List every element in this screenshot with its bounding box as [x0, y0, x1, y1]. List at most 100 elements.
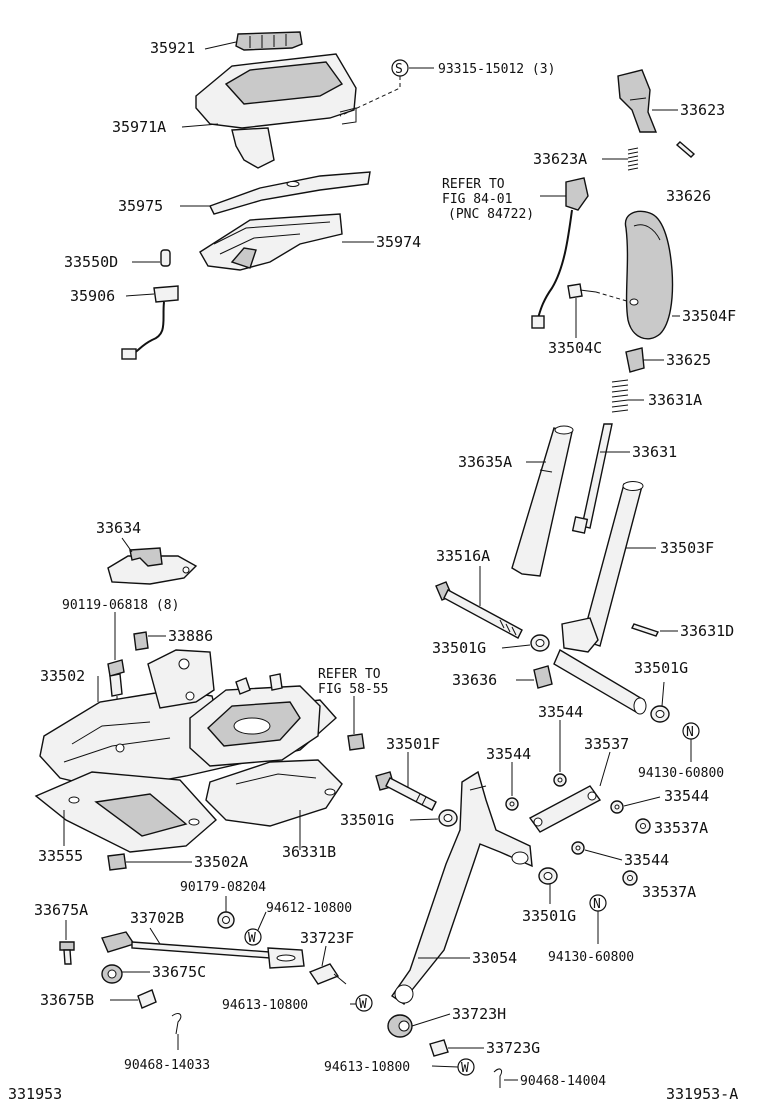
label-33544-b: 33544: [486, 745, 531, 763]
w-symbol-b: W: [355, 994, 373, 1012]
n-symbol-b-text: N: [593, 897, 601, 912]
bushing-33675C: [101, 964, 123, 984]
label-33501G-d: 33501G: [522, 907, 576, 925]
knob-33504F: [624, 210, 674, 340]
link-33537: [528, 785, 602, 833]
spring-33631A: [611, 379, 629, 413]
label-93315: 93315-15012 (3): [438, 62, 555, 77]
n-symbol-a-text: N: [686, 725, 694, 740]
knob-button-33623: [617, 69, 658, 133]
bolt-33723F: [308, 963, 347, 985]
shift-lever-33503F: [553, 481, 647, 715]
label-35906: 35906: [70, 287, 115, 305]
plate-33634: [107, 547, 198, 585]
gate-housing: [189, 673, 321, 767]
label-33631A: 33631A: [648, 391, 702, 409]
pin-33626: [675, 141, 696, 158]
label-90468-a: 90468-14033: [124, 1058, 210, 1073]
bushing-33501G-b: [650, 705, 670, 723]
label-94613-a: 94613-10800: [222, 998, 308, 1013]
label-33502A: 33502A: [194, 853, 248, 871]
label-94130-b: 94130-60800: [548, 950, 634, 965]
bolt-33501F: [375, 771, 437, 811]
label-33631: 33631: [632, 443, 677, 461]
bushing-33501G-d: [538, 867, 558, 885]
label-94130-a: 94130-60800: [638, 766, 724, 781]
label-refer-b-line2: FIG 58-55: [318, 682, 388, 697]
label-33702B: 33702B: [130, 909, 184, 927]
bolt-33516A: [435, 581, 523, 639]
label-33886: 33886: [168, 627, 213, 645]
w-symbol-c-text: W: [461, 1061, 469, 1076]
w-symbol-c: W: [457, 1058, 475, 1076]
bushing-33537A-b: [622, 870, 638, 886]
bushing-33501G-c: [438, 809, 458, 827]
label-refer-b-line1: REFER TO: [318, 667, 381, 682]
w-symbol-a-text: W: [248, 931, 256, 946]
collar-33675B: [137, 989, 157, 1009]
lever-sleeve-33635A: [511, 425, 574, 577]
indicator-plate-35975: [209, 171, 371, 215]
position-indicator-housing-35971A: [195, 53, 357, 169]
label-35971A: 35971A: [112, 118, 166, 136]
label-33544-d: 33544: [624, 851, 669, 869]
label-33626: 33626: [666, 187, 711, 205]
label-33555: 33555: [38, 847, 83, 865]
label-33623: 33623: [680, 101, 725, 119]
label-33537A-b: 33537A: [642, 883, 696, 901]
screw-33504C: [567, 283, 597, 299]
s-symbol-text: S: [395, 62, 403, 77]
cap-33723H: [387, 1014, 413, 1038]
clip-33886: [133, 631, 149, 651]
bushing-33501G-a: [530, 634, 550, 652]
label-94612: 94612-10800: [266, 901, 352, 916]
label-33537: 33537: [584, 735, 629, 753]
nut-33502A: [107, 853, 127, 871]
label-33501G-b: 33501G: [634, 659, 688, 677]
label-33537A-a: 33537A: [654, 819, 708, 837]
rod-33631: [571, 423, 613, 534]
collar-33723G: [429, 1039, 449, 1057]
label-33631D: 33631D: [680, 622, 734, 640]
label-35975: 35975: [118, 197, 163, 215]
bulb-33550D: [160, 249, 171, 267]
bolt-33675A: [59, 941, 75, 965]
label-33723H: 33723H: [452, 1005, 506, 1023]
cap-33625: [625, 347, 645, 373]
refer-b-bolt: [347, 733, 365, 751]
n-symbol-a: N: [682, 722, 700, 740]
label-33501F: 33501F: [386, 735, 440, 753]
label-33501G-c: 33501G: [340, 811, 394, 829]
w-symbol-b-text: W: [359, 997, 367, 1012]
bolt-90119: [107, 659, 125, 697]
label-35921: 35921: [150, 39, 195, 57]
footer-left-code: 331953: [8, 1085, 62, 1103]
label-33675A: 33675A: [34, 901, 88, 919]
w-symbol-a: W: [244, 928, 262, 946]
label-94613-b: 94613-10800: [324, 1060, 410, 1075]
label-33503F: 33503F: [660, 539, 714, 557]
label-refer-a-line3: (PNC 84722): [448, 207, 534, 222]
label-33544-c: 33544: [664, 787, 709, 805]
washer-33544-d: [571, 841, 585, 855]
bushing-90179: [217, 911, 235, 929]
switch-connector-refer: [531, 177, 589, 329]
label-33675B: 33675B: [40, 991, 94, 1009]
label-33544-a: 33544: [538, 703, 583, 721]
washer-33544-c: [610, 800, 624, 814]
label-33054: 33054: [472, 949, 517, 967]
label-33634: 33634: [96, 519, 141, 537]
rod-33702B: [101, 931, 305, 969]
label-90179: 90179-08204: [180, 880, 266, 895]
gate-plate-35974: [199, 213, 343, 271]
label-33723F: 33723F: [300, 929, 354, 947]
bulb-socket-wire-35906: [121, 285, 179, 360]
s-symbol: S: [391, 59, 409, 77]
spring-33623A: [627, 147, 639, 171]
label-35974: 35974: [376, 233, 421, 251]
lever-arm-33054: [391, 770, 533, 1005]
label-33723G: 33723G: [486, 1039, 540, 1057]
pin-90468-a: [171, 1013, 182, 1035]
label-33502: 33502: [40, 667, 85, 685]
